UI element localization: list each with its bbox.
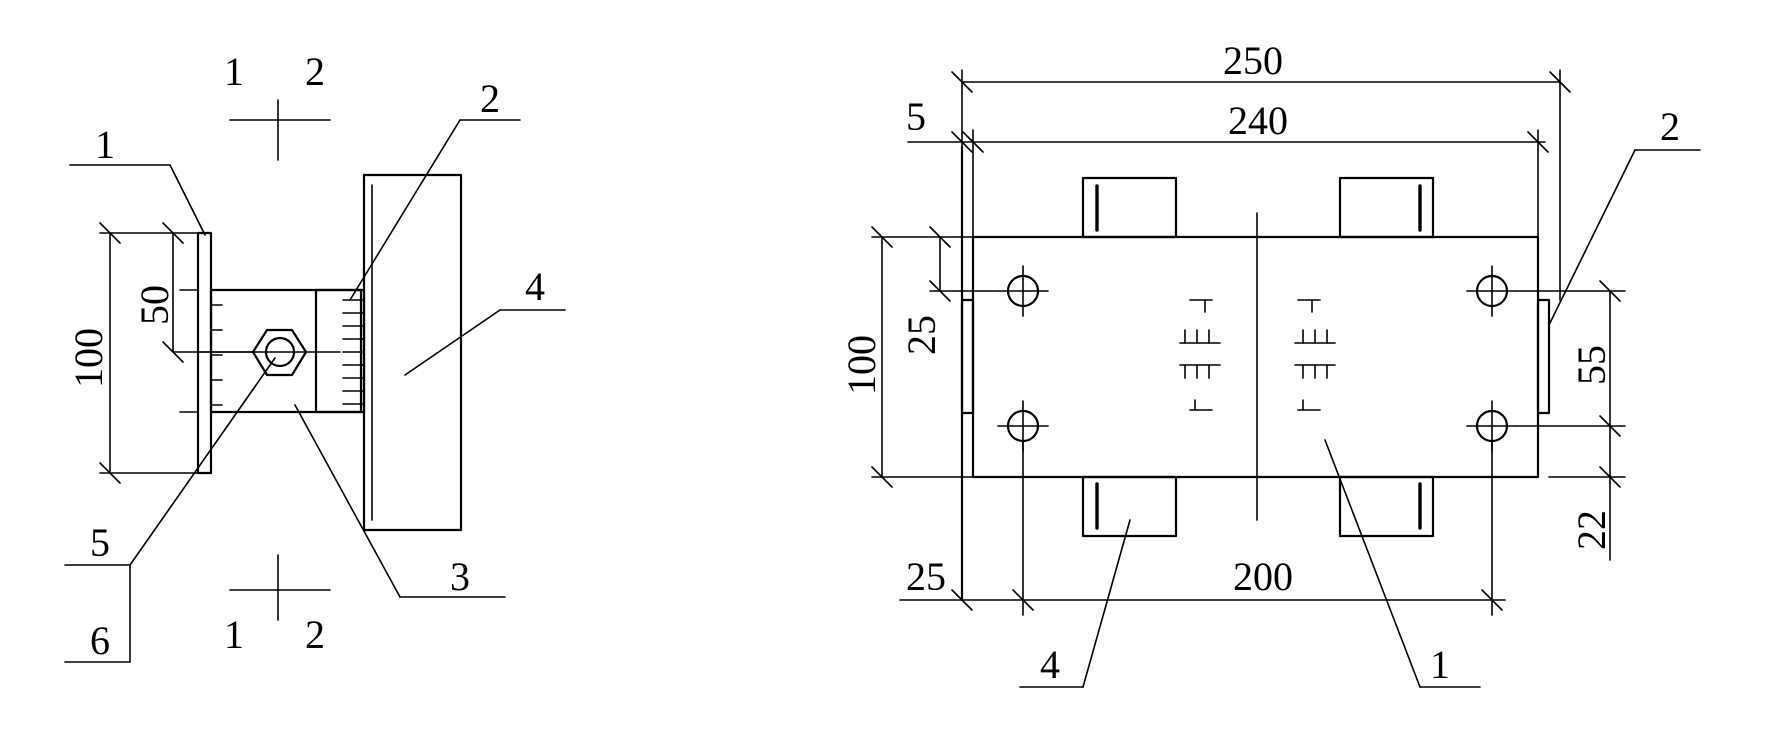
dim-100-right: 100 [839,226,974,488]
callout-1-right: 1 [1430,642,1450,687]
tab-top-left [1081,176,1178,239]
dim-240: 240 5 [906,94,1549,238]
backing-strip-right [1536,298,1551,415]
dim-hole-offset-top-label: 25 [899,315,944,355]
section-mark-top-left: 1 [224,49,244,94]
callout-4-right: 4 [1040,642,1060,687]
plate-part-1 [196,231,213,475]
right-view: 250 240 5 100 25 [839,38,1701,688]
callout-2-right: 2 [1660,104,1680,149]
dim-bottom-offset-label: 22 [1569,510,1614,550]
section-mark-top-right: 2 [305,49,325,94]
callout-5-left: 5 [90,520,110,565]
dim-25-top: 25 [899,226,999,355]
callout-3-left: 3 [450,554,470,599]
tab-bottom-left [1081,475,1178,538]
tab-bottom-right [1338,475,1435,538]
section-mark-bottom-left: 1 [224,612,244,657]
dim-right-side: 55 22 [1516,280,1626,561]
dim-bottom: 25 200 [899,440,1506,616]
callout-6-left: 6 [90,618,110,663]
shim-part-2 [314,288,366,414]
dim-hole-offset-left-label: 25 [906,554,946,599]
weld-ticks-left [342,299,365,405]
dim-100-left: 100 [66,222,199,484]
dim-inner-height-label: 50 [132,285,177,325]
weld-ticks-plate1 [179,289,223,413]
main-plate-part-1 [971,235,1540,479]
dim-overall-width-label: 250 [1223,38,1283,83]
bar-part-3 [209,288,363,414]
callout-1-left: 1 [95,122,115,167]
weld-symbol-right [1294,299,1336,411]
tab-top-right [1338,176,1435,239]
weld-symbol-left [1179,299,1221,411]
dim-250: 250 [951,38,1571,301]
section-mark-bottom: 1 2 [224,554,331,657]
section-mark-top: 1 2 [224,49,331,161]
plate-part-4 [362,173,463,532]
left-view: 1 2 1 2 [64,49,566,663]
dim-hole-spacing-label: 200 [1233,554,1293,599]
callout-2-left: 2 [480,76,500,121]
dim-inner-width-label: 240 [1228,98,1288,143]
dim-overall-height-label: 100 [66,328,111,388]
callouts-right: 2 4 1 [1019,104,1701,688]
callout-4-left: 4 [525,264,545,309]
dim-left-offset-label: 5 [906,94,926,139]
callouts-left: 1 2 4 3 5 6 [64,76,566,663]
dim-50-left: 50 [132,222,254,363]
dim-height-label: 100 [839,335,884,395]
dim-right-hole-spacing-label: 55 [1569,345,1614,385]
section-mark-bottom-right: 2 [305,612,325,657]
backing-strip [960,298,975,415]
